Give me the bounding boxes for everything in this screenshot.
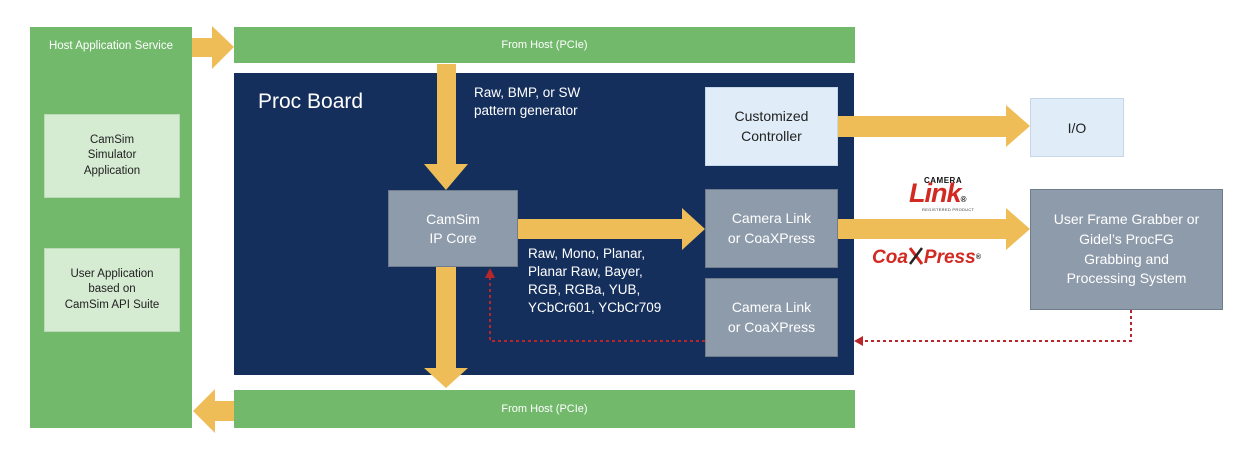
dotted-arrowhead-ipcore: [485, 268, 495, 278]
bottom-pcie-bar: From Host (PCIe): [234, 390, 855, 428]
host-application-panel: Host Application Service: [30, 27, 192, 428]
frame-grabber-box: User Frame Grabber or Gidel’s ProcFG Gra…: [1030, 189, 1223, 310]
user-application-box: User Application based on CamSim API Sui…: [44, 248, 180, 332]
arrow-ipcore-to-interface: [518, 208, 705, 250]
dotted-feedback-grabber: [862, 310, 1132, 342]
camera-link-logo: CAMERA Link® REGISTERED PRODUCT: [906, 176, 982, 214]
host-application-title: Host Application Service: [48, 40, 173, 52]
top-pcie-label: From Host (PCIe): [501, 39, 588, 51]
dotted-arrowhead-grabber: [854, 336, 863, 346]
camera-link-input-interface: Camera Link or CoaXPress: [705, 278, 838, 357]
camsim-simulator-application: CamSim Simulator Application: [44, 114, 180, 198]
arrow-host-to-pcie: [192, 26, 234, 69]
arrow-controller-to-io: [838, 105, 1030, 147]
coaxpress-logo: Coa Press®: [872, 245, 998, 271]
camera-link-logo-top: CAMERA: [924, 176, 963, 185]
camsim-ip-core: CamSim IP Core: [388, 190, 518, 267]
camera-link-logo-caption: REGISTERED PRODUCT: [922, 207, 975, 212]
arrow-pcie-to-host: [193, 389, 234, 433]
pixel-formats-text: Raw, Mono, Planar, Planar Raw, Bayer, RG…: [528, 246, 662, 315]
coaxpress-logo-word-b: Press: [923, 247, 976, 268]
coaxpress-x-mark: [908, 246, 924, 266]
arrow-interface-to-grabber: [838, 208, 1030, 250]
coaxpress-logo-reg: ®: [975, 254, 981, 261]
camera-link-output-interface: Camera Link or CoaXPress: [705, 189, 838, 268]
proc-board-title: Proc Board: [258, 90, 364, 113]
camera-link-logo-word: Link®: [909, 178, 967, 208]
coaxpress-logo-word-a: Coa: [872, 247, 908, 268]
arrow-ipcore-to-pcie: [424, 267, 468, 388]
dotted-feedback-ipcore: [489, 278, 705, 342]
pattern-source-text: Raw, BMP, or SW pattern generator: [474, 85, 581, 119]
bottom-pcie-label: From Host (PCIe): [501, 403, 588, 415]
customized-controller: Customized Controller: [705, 87, 838, 166]
camera-link-logo-word-text: Link: [909, 178, 962, 208]
io-box: I/O: [1030, 98, 1124, 157]
top-pcie-bar: From Host (PCIe): [234, 27, 855, 63]
io-label: I/O: [1067, 119, 1087, 136]
camera-link-logo-reg: ®: [960, 195, 967, 204]
arrow-pcie-to-ipcore: [424, 64, 468, 190]
